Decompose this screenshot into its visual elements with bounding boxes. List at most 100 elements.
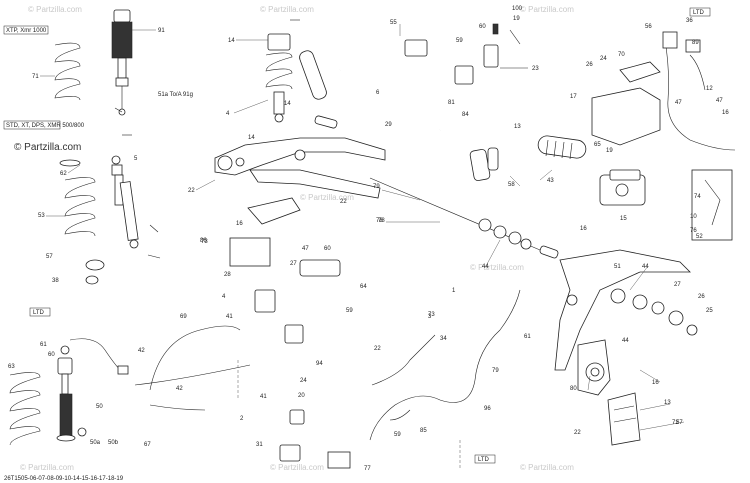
- callout: 26: [698, 294, 705, 300]
- ltd-shock-absorber: [56, 345, 87, 442]
- callout: 31: [256, 442, 263, 448]
- stabilizer-link: [469, 149, 491, 181]
- callout: 55: [390, 20, 397, 26]
- stabilizer-bar: [338, 47, 457, 132]
- callout: 27: [674, 282, 681, 288]
- callout: 84: [462, 112, 469, 118]
- callout: 60: [48, 352, 55, 358]
- watermark: © Partzilla.com: [520, 5, 574, 14]
- bolt: [147, 254, 161, 259]
- bearing-set: [610, 288, 698, 336]
- watermark: © Partzilla.com: [20, 463, 74, 472]
- spring-seat: [59, 159, 81, 167]
- partzilla-logo: © Partzilla.com: [14, 142, 81, 153]
- link-end: [487, 147, 499, 171]
- watermark: © Partzilla.com: [300, 193, 354, 202]
- callout: 100: [512, 6, 523, 12]
- mount-bracket: [685, 39, 701, 53]
- watermark: © Partzilla.com: [470, 263, 524, 272]
- callout: 74: [694, 194, 701, 200]
- a-arm: [214, 137, 386, 199]
- callout: 51: [614, 264, 621, 270]
- stabilizer-link: [299, 50, 327, 100]
- lower-a-arm: [554, 249, 691, 371]
- annotation-note: 51a To/A 91g: [158, 92, 193, 98]
- detail-inset: [691, 169, 733, 241]
- front-shock-absorber: [265, 33, 293, 123]
- callout: 73: [201, 239, 208, 245]
- callout: 44: [482, 264, 489, 270]
- callout: 42: [176, 386, 183, 392]
- variant-box-std-label: STD, XT, DPS, XMR 500/800: [6, 123, 85, 129]
- callout: 91: [158, 28, 165, 34]
- callout: 64: [360, 284, 367, 290]
- callout: 29: [385, 122, 392, 128]
- callout: 47: [302, 246, 309, 252]
- callout: 63: [8, 364, 15, 370]
- callout: 52: [696, 234, 703, 240]
- callout: 73: [428, 312, 435, 318]
- brake-line: [134, 325, 251, 411]
- callout: 13: [664, 400, 671, 406]
- brake-caliper: [599, 169, 646, 206]
- diagram-code: 26T1505-06-07-08-09-10-14-15-16-17-18-19: [4, 476, 124, 482]
- callout: 67: [144, 442, 151, 448]
- watermark: © Partzilla.com: [260, 5, 314, 14]
- callout: 13: [514, 124, 521, 130]
- variant-box-ltd-left: [29, 307, 51, 317]
- coil-spring: [64, 177, 96, 237]
- callout: 15: [620, 216, 627, 222]
- callout: 22: [188, 188, 195, 194]
- variant-box-ltd-left-label: LTD: [33, 310, 45, 316]
- steering-knuckle-bracket: [591, 61, 661, 146]
- callout: 59: [456, 38, 463, 44]
- callout: 14: [228, 38, 235, 44]
- callout: 60: [479, 24, 486, 30]
- callout: 22: [374, 346, 381, 352]
- adjuster-ring: [85, 259, 105, 271]
- brake-line: [664, 39, 736, 151]
- coil-spring: [9, 372, 41, 446]
- callout: 42: [138, 348, 145, 354]
- callout: 4: [226, 111, 230, 117]
- callout: 44: [622, 338, 629, 344]
- leader-lines: [40, 24, 685, 431]
- bar-bracket: [404, 23, 499, 85]
- callout: 61: [40, 342, 47, 348]
- skid-plate: [247, 197, 301, 225]
- callout: 62: [60, 171, 67, 177]
- watermark: © Partzilla.com: [270, 463, 324, 472]
- variant-box-std: [3, 120, 61, 130]
- shock-absorber: [111, 9, 133, 116]
- coil-spring: [54, 42, 81, 101]
- callout: 56: [645, 24, 652, 30]
- variant-box-xtp-label: XTP, Xmr 1000: [6, 28, 47, 34]
- brake-caliper: [254, 289, 351, 469]
- variant-box-ltd-top-right-label: LTD: [693, 10, 705, 16]
- callout: 96: [484, 406, 491, 412]
- watermark: © Partzilla.com: [520, 463, 574, 472]
- callout: 47: [716, 98, 723, 104]
- callout: 10: [690, 214, 697, 220]
- callout: 16: [236, 221, 243, 227]
- callout: 22: [340, 199, 347, 205]
- callout: 19: [606, 148, 613, 154]
- callout: 78: [376, 218, 383, 224]
- callout: 79: [492, 368, 499, 374]
- callout: 36: [686, 18, 693, 24]
- callout: 70: [618, 52, 625, 58]
- bolt: [114, 107, 123, 113]
- callout: 26: [586, 62, 593, 68]
- watermark: © Partzilla.com: [28, 5, 82, 14]
- shock-absorber: [111, 155, 139, 249]
- callout: 78: [378, 218, 385, 224]
- callout: 20: [298, 393, 305, 399]
- pivot-shaft: [314, 115, 338, 129]
- bearing-set: [478, 218, 532, 250]
- callout: 53: [38, 213, 45, 219]
- callout: 41: [260, 394, 267, 400]
- callout: 14: [248, 135, 255, 141]
- callout: 3: [428, 314, 432, 320]
